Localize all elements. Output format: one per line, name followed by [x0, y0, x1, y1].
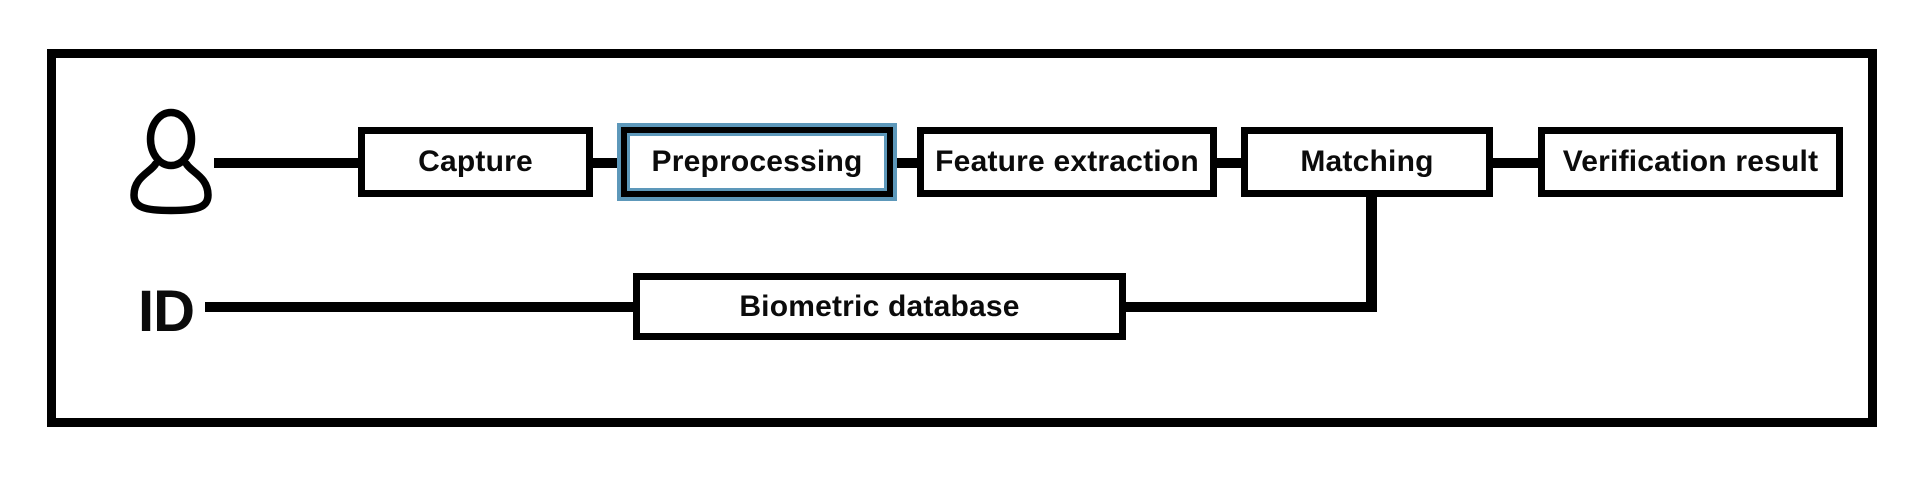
node-matching-label: Matching: [1300, 145, 1434, 178]
edge-person-to-capture: [214, 158, 358, 168]
edge-biometric-database-to-matching-horizontal: [1126, 302, 1377, 312]
node-biometric-database-label: Biometric database: [739, 289, 1020, 323]
edge-id-to-biometric-database: [205, 302, 633, 312]
node-verification-result[interactable]: Verification result: [1538, 127, 1843, 197]
edge-matching-to-verification-result: [1493, 158, 1538, 168]
node-matching[interactable]: Matching: [1241, 127, 1493, 197]
person-icon: [130, 108, 212, 215]
edge-biometric-database-to-matching-vertical: [1366, 197, 1377, 312]
edge-capture-to-preprocessing: [593, 158, 621, 168]
edge-preprocessing-to-feature-extraction: [893, 158, 917, 168]
node-preprocessing-selected[interactable]: Preprocessing: [617, 123, 897, 201]
node-verification-result-label: Verification result: [1562, 145, 1819, 178]
node-feature-extraction-label: Feature extraction: [935, 145, 1199, 178]
node-capture[interactable]: Capture: [358, 127, 593, 197]
diagram-border-frame: [47, 49, 1877, 427]
node-biometric-database[interactable]: Biometric database: [633, 273, 1126, 340]
id-source-label: ID: [138, 279, 195, 344]
node-feature-extraction[interactable]: Feature extraction: [917, 127, 1217, 197]
edge-feature-extraction-to-matching: [1217, 158, 1241, 168]
node-capture-label: Capture: [418, 145, 533, 178]
node-preprocessing-label: Preprocessing: [651, 145, 863, 178]
